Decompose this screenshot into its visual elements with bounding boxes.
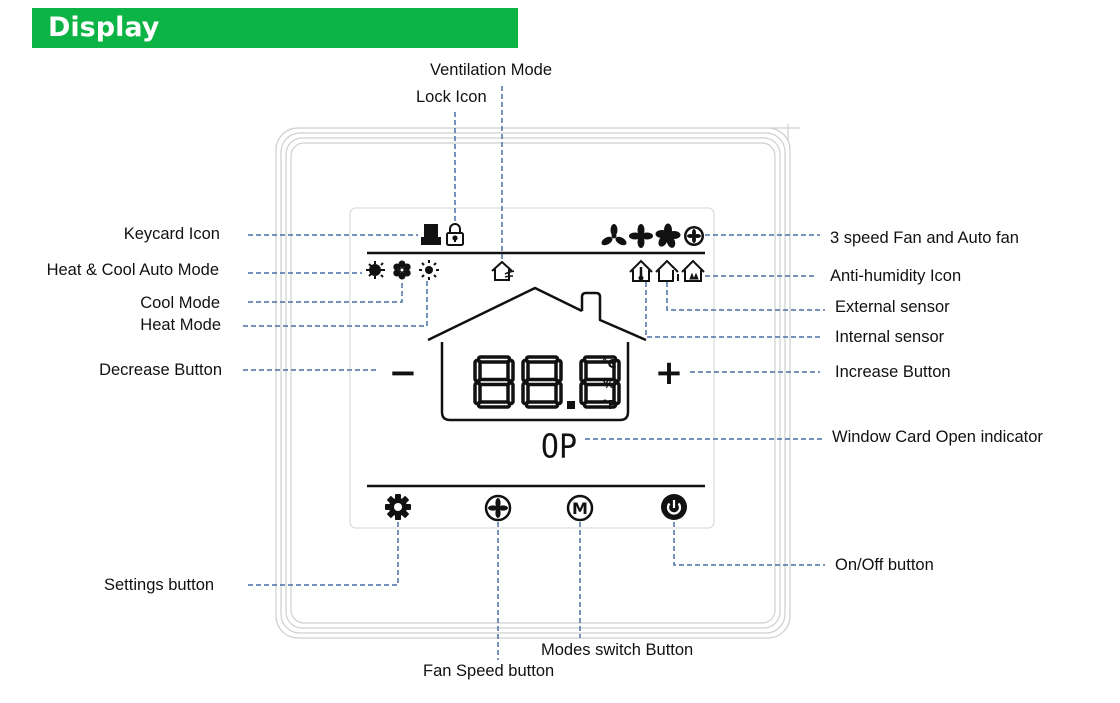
leader-settings [246,522,399,586]
label-cool-mode: Cool Mode [140,294,220,312]
label-window-card: Window Card Open indicator [832,428,1043,446]
modes-switch-button[interactable]: M [566,494,594,522]
unit-celsius: °C [602,357,617,371]
leader-internal [645,282,820,338]
label-internal-sensor: Internal sensor [835,328,945,346]
decimal-point [567,401,575,409]
label-lock-icon: Lock Icon [416,88,487,106]
increase-button[interactable]: + [655,353,684,393]
leader-external [666,282,825,311]
leader-cool [248,280,403,303]
label-increase-button: Increase Button [835,363,951,381]
window-card-open-indicator: OP [541,428,577,466]
anti-humidity-icon [681,259,705,282]
label-heat-mode: Heat Mode [140,316,221,334]
ventilation-mode-icon [491,260,515,281]
mode-m-icon: M [566,494,594,522]
external-sensor-icon [655,259,679,282]
keycard-icon [421,224,441,245]
label-fan-speeds: 3 speed Fan and Auto fan [830,229,1019,247]
svg-text:M: M [572,499,588,518]
label-heat-cool-auto: Heat & Cool Auto Mode [46,261,219,279]
lcd-panel [349,207,715,529]
cool-snowflake-icon [393,260,411,280]
section-header-banner: Display [32,8,518,48]
leader-on-off [673,522,825,566]
fan-auto-icon [684,226,704,246]
on-off-button[interactable] [661,494,687,520]
seven-segment-display [473,355,621,409]
label-settings: Settings button [104,576,215,594]
section-title: Display [48,12,160,43]
fan-speed-icon [484,494,512,522]
power-icon [661,494,687,520]
settings-gear-icon [385,494,411,520]
heat-sun-icon [419,260,439,280]
leader-heat [243,281,428,327]
label-anti-humidity: Anti-humidity Icon [830,267,962,285]
label-keycard-icon: Keycard Icon [123,225,220,243]
lock-icon [446,223,464,246]
internal-sensor-icon [629,259,653,282]
unit-percent: % [603,377,615,391]
unit-fahrenheit: °F [602,398,616,412]
digit-segment-g [524,377,560,387]
heat-cool-auto-icon [366,261,385,279]
label-on-off: On/Off button [835,556,934,574]
fan-medium-icon [629,224,653,248]
decrease-button[interactable]: − [389,353,418,393]
house-outline [427,286,647,422]
leader-lines [243,86,825,660]
digit-segment-g [582,377,618,387]
device-frame [275,124,800,639]
label-decrease-button: Decrease Button [99,361,222,379]
label-fan-speed: Fan Speed button [423,662,555,680]
fan-high-icon [655,223,681,248]
fan-low-icon [601,224,627,246]
label-ventilation-mode: Ventilation Mode [430,61,553,79]
settings-button[interactable] [385,494,411,520]
label-external-sensor: External sensor [835,298,950,316]
digit-segment-g [476,377,512,387]
fan-speed-button[interactable] [484,494,512,522]
label-modes-switch: Modes switch Button [541,641,694,659]
